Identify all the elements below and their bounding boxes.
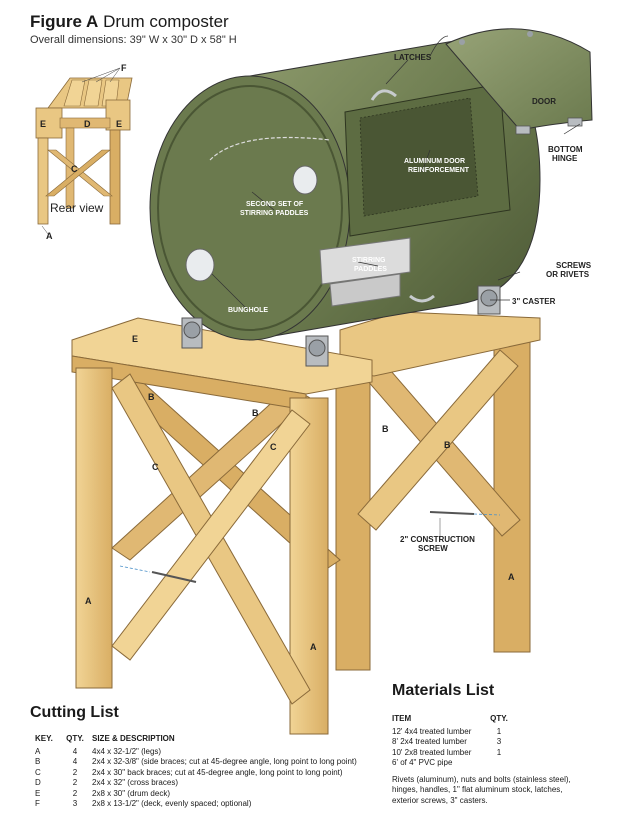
cutting-header-key: KEY. — [35, 734, 53, 743]
stand-key-a-front-left: A — [85, 596, 92, 606]
cutting-desc: 4x4 x 32-1/2" (legs) — [92, 746, 162, 756]
cutting-key: E — [35, 788, 41, 798]
cutting-key: D — [35, 778, 41, 787]
figure-label: Figure A — [30, 12, 99, 31]
materials-header-qty: QTY. — [490, 714, 508, 723]
materials-list-title: Materials List — [392, 682, 495, 699]
cutting-list: Cutting List KEY. QTY. SIZE & DESCRIPTIO… — [30, 704, 370, 810]
stand-key-c-left: C — [152, 462, 159, 472]
materials-row: 8' 2x4 treated lumber 3 — [392, 737, 592, 748]
stand-key-a-front-right: A — [310, 642, 317, 652]
cutting-key: A — [35, 746, 41, 756]
cutting-row: E 2 2x8 x 30" (drum deck) — [30, 789, 370, 800]
cutting-row: F 3 2x8 x 13-1/2" (deck, evenly spaced; … — [30, 799, 370, 810]
cutting-qty: 4 — [72, 746, 78, 756]
materials-row: 10' 2x8 treated lumber 1 — [392, 748, 592, 759]
rear-view-caption: Rear view — [50, 201, 104, 215]
stand-key-c-right: C — [270, 442, 277, 452]
materials-qty — [488, 758, 510, 769]
materials-item: 8' 2x4 treated lumber — [392, 737, 467, 746]
callout-second-paddles-line1: SECOND SET OF — [246, 201, 304, 208]
stand-key-e: E — [132, 334, 138, 344]
rear-key-e-left: E — [40, 119, 46, 129]
callout-screws-line1: SCREWS — [556, 261, 592, 270]
callout-bottom-hinge-line1: BOTTOM — [548, 145, 583, 154]
callout-aluminum-door-line2: REINFORCEMENT — [408, 167, 470, 174]
cutting-desc: 2x8 x 30" (drum deck) — [92, 788, 170, 798]
cutting-key: F — [35, 799, 40, 808]
materials-item: 6' of 4" PVC pipe — [392, 758, 453, 767]
callout-screws-line2: OR RIVETS — [546, 270, 590, 279]
materials-item: 10' 2x8 treated lumber — [392, 747, 472, 757]
materials-qty: 3 — [496, 737, 502, 746]
callout-bunghole: BUNGHOLE — [228, 307, 268, 314]
materials-qty: 1 — [496, 747, 502, 757]
materials-qty: 1 — [496, 726, 502, 736]
materials-header-item: ITEM — [392, 714, 412, 723]
materials-item: 12' 4x4 treated lumber — [392, 726, 472, 736]
callout-stirring-paddles-line1: STIRRING — [352, 257, 386, 264]
materials-list: Materials List ITEM QTY. 12' 4x4 treated… — [392, 682, 592, 806]
cutting-desc: 2x8 x 13-1/2" (deck, evenly spaced; opti… — [92, 799, 252, 808]
callout-door: DOOR — [532, 97, 556, 106]
cutting-row: D 2 2x4 x 32" (cross braces) — [30, 778, 370, 789]
cutting-header-desc: SIZE & DESCRIPTION — [92, 734, 175, 743]
cutting-desc: 2x4 x 32" (cross braces) — [92, 778, 178, 787]
drum-illustration — [149, 39, 541, 367]
materials-row: 6' of 4" PVC pipe — [392, 758, 592, 769]
callout-aluminum-door-line1: ALUMINUM DOOR — [404, 158, 465, 165]
cutting-header-qty: QTY. — [66, 734, 84, 743]
callout-bottom-hinge-line2: HINGE — [552, 154, 578, 163]
figure-title: Figure A Drum composter — [30, 12, 229, 32]
materials-note: Rivets (aluminum), nuts and bolts (stain… — [392, 774, 571, 805]
rear-key-d: D — [84, 119, 91, 129]
stand-key-b-front-left: B — [148, 392, 155, 402]
stand-illustration — [71, 311, 541, 735]
cutting-list-title: Cutting List — [30, 704, 119, 721]
cutting-qty: 2 — [72, 767, 78, 777]
cutting-qty: 2 — [72, 788, 78, 798]
callout-caster: 3" CASTER — [512, 297, 556, 306]
callout-stirring-paddles-line2: PADDLES — [354, 266, 387, 273]
callout-construction-screw-line1: 2" CONSTRUCTION — [400, 535, 475, 544]
cutting-row: A 4 4x4 x 32-1/2" (legs) — [30, 747, 370, 758]
cutting-qty: 3 — [72, 799, 78, 808]
materials-list-header: ITEM QTY. — [392, 714, 592, 725]
stand-key-b-front-right: B — [252, 408, 259, 418]
cutting-key: B — [35, 757, 41, 766]
cutting-row: C 2 2x4 x 30" back braces; cut at 45-deg… — [30, 768, 370, 779]
stand-key-b-back-left: B — [382, 424, 389, 434]
cutting-row: B 4 2x4 x 32-3/8" (side braces; cut at 4… — [30, 757, 370, 768]
door-illustration — [445, 28, 593, 135]
cutting-desc: 2x4 x 30" back braces; cut at 45-degree … — [92, 767, 343, 777]
materials-row: 12' 4x4 treated lumber 1 — [392, 727, 592, 738]
rear-key-e-right: E — [116, 119, 122, 129]
rear-key-c: C — [71, 164, 78, 174]
cutting-list-header: KEY. QTY. SIZE & DESCRIPTION — [30, 734, 370, 745]
cutting-qty: 4 — [72, 757, 78, 766]
cutting-desc: 2x4 x 32-3/8" (side braces; cut at 45-de… — [92, 757, 357, 766]
overall-dimensions: Overall dimensions: 39" W x 30" D x 58" … — [30, 34, 237, 46]
rear-key-f: F — [121, 63, 127, 73]
callout-leaders — [211, 35, 581, 311]
cutting-key: C — [35, 767, 41, 777]
rear-key-a: A — [46, 231, 53, 241]
callout-latches: LATCHES — [394, 53, 432, 62]
rear-view-illustration — [35, 67, 133, 235]
cutting-qty: 2 — [72, 778, 78, 787]
figure-name: Drum composter — [103, 12, 229, 31]
stand-key-a-back: A — [508, 572, 515, 582]
callout-second-paddles-line2: STIRRING PADDLES — [240, 210, 309, 217]
callout-construction-screw-line2: SCREW — [418, 544, 448, 553]
stand-key-b-back-right: B — [444, 440, 451, 450]
